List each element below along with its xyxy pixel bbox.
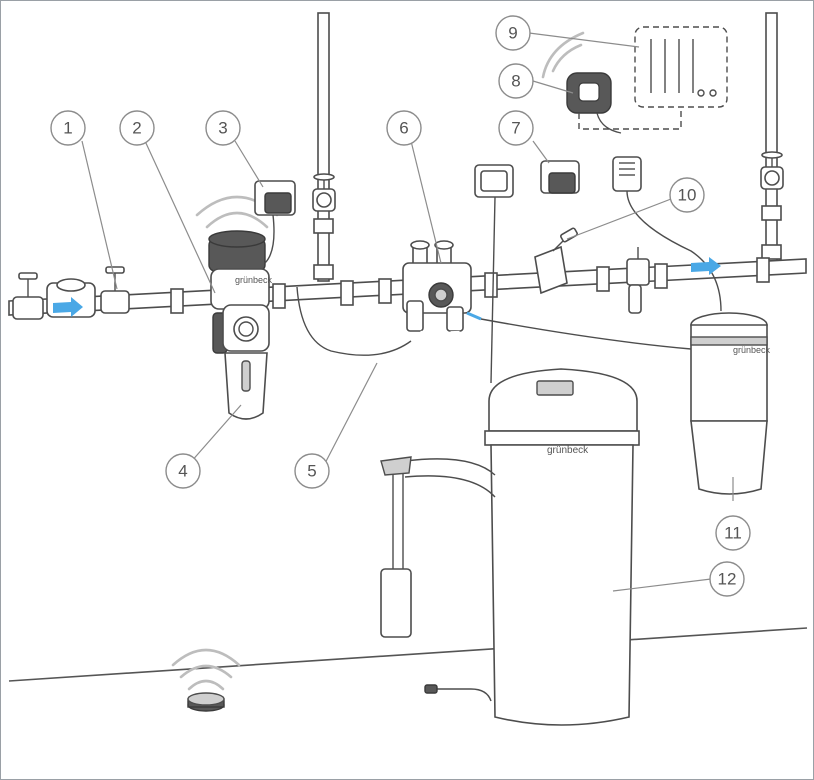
power-plug	[612, 156, 722, 312]
callout-12: 12	[709, 561, 745, 597]
callout-11: 11	[715, 515, 751, 551]
sampling-valve	[534, 227, 650, 314]
vertical-pipes	[313, 12, 782, 282]
filter-brand: grünbeck	[235, 275, 273, 285]
callout-leaders	[81, 32, 734, 592]
callout-2: 2	[119, 110, 155, 146]
floor-line	[8, 627, 808, 682]
home-network-box	[578, 26, 728, 130]
drain-hose-line	[296, 286, 412, 356]
floor-cable	[431, 688, 492, 702]
callout-9-number: 9	[508, 24, 517, 43]
callout-11-number: 11	[724, 524, 742, 543]
softener-brand: grünbeck	[547, 445, 589, 456]
connection-block	[402, 240, 472, 332]
callout-1: 1	[50, 110, 86, 146]
callout-3: 3	[205, 110, 241, 146]
callout-4: 4	[165, 453, 201, 489]
callout-1-number: 1	[63, 119, 72, 138]
tank-brand: grünbeck	[733, 345, 771, 355]
power-socket-left	[254, 180, 296, 264]
router-wifi-icon	[541, 31, 585, 79]
inlet-flow-arrow	[53, 297, 83, 317]
callout-5-number: 5	[307, 462, 316, 481]
callout-3-number: 3	[218, 119, 227, 138]
vertical-valve-right	[760, 151, 784, 190]
callout-10-number: 10	[678, 186, 697, 205]
callout-12-number: 12	[718, 570, 737, 589]
regeneration-tank	[690, 312, 768, 495]
power-socket-center	[474, 164, 514, 384]
callout-10: 10	[669, 177, 705, 213]
callout-7-number: 7	[511, 119, 520, 138]
power-socket-right	[540, 160, 580, 194]
outlet-flow-arrow	[691, 257, 721, 275]
floor-leak-sensor	[187, 692, 225, 712]
vertical-valve-left	[312, 173, 336, 212]
callout-4-number: 4	[178, 462, 187, 481]
water-softener	[484, 368, 640, 726]
wifi-router	[566, 72, 622, 134]
callout-5: 5	[294, 453, 330, 489]
callout-8-number: 8	[511, 72, 520, 91]
callout-6: 6	[386, 110, 422, 146]
callout-2-number: 2	[132, 119, 141, 138]
sensor-wifi-icon	[171, 648, 241, 691]
brine-probe	[380, 456, 496, 638]
callout-8: 8	[498, 63, 534, 99]
blue-connector	[466, 311, 482, 321]
callout-6-number: 6	[399, 119, 408, 138]
callout-7: 7	[498, 110, 534, 146]
callout-9: 9	[495, 15, 531, 51]
filter-unit	[208, 230, 270, 420]
